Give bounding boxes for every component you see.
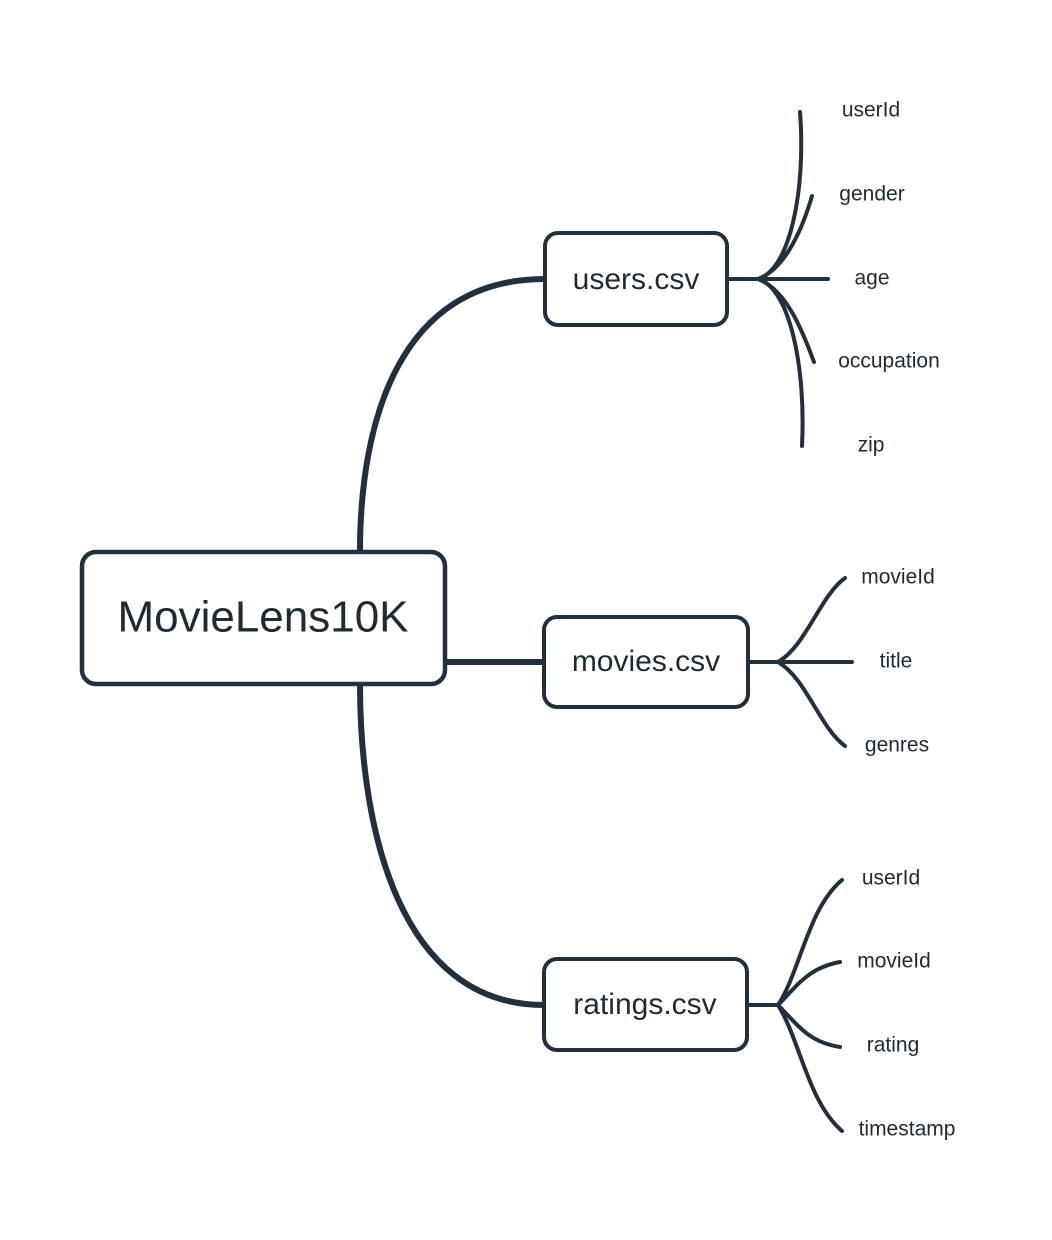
node-branch-users-label: users.csv [573, 263, 700, 296]
leaf-users-occupation: occupation [838, 350, 940, 373]
node-root-box [79, 549, 448, 687]
edge-users-leaf-userId [756, 110, 804, 281]
node-branch-movies-label: movies.csv [572, 645, 720, 678]
node-root-label: MovieLens10K [117, 593, 408, 642]
node-branch-ratings-label: ratings.csv [573, 988, 716, 1021]
leaf-movies-title: title [880, 650, 913, 673]
edge-root-to-users [357, 276, 548, 555]
leaf-ratings-timestamp: timestamp [859, 1118, 956, 1141]
leaf-users-zip: zip [858, 434, 885, 457]
leaf-users-gender: gender [839, 183, 904, 206]
node-branch-users-box [543, 231, 729, 327]
edge-root-to-ratings [357, 681, 547, 1008]
leaf-ratings-movieId: movieId [857, 950, 931, 973]
leaf-movies-movieId: movieId [861, 566, 935, 589]
node-branch-movies[interactable]: movies.csv [542, 615, 750, 709]
edge-users-leaf-zip [756, 277, 805, 448]
leaf-ratings-userId: userId [862, 867, 920, 890]
edge-ratings-leaf-movieId [776, 960, 842, 1007]
leaf-ratings-rating: rating [867, 1034, 920, 1057]
edge-ratings-leaf-timestamp [776, 1003, 844, 1133]
edge-users-leaf-gender [756, 194, 814, 281]
node-branch-ratings[interactable]: ratings.csv [542, 957, 749, 1052]
node-branch-ratings-box [542, 957, 749, 1052]
edge-ratings-leaf-userId [776, 878, 844, 1007]
node-root[interactable]: MovieLens10K [79, 549, 448, 687]
leaf-movies-genres: genres [865, 734, 929, 757]
node-branch-movies-box [542, 615, 750, 709]
node-branch-users[interactable]: users.csv [543, 231, 729, 327]
edge-users-leaf-occupation [756, 277, 816, 364]
edge-movies-leaf-movieId [776, 576, 847, 664]
leaf-users-userId: userId [842, 99, 900, 122]
leaf-users-age: age [854, 267, 889, 290]
edge-movies-leaf-genres [776, 660, 847, 748]
